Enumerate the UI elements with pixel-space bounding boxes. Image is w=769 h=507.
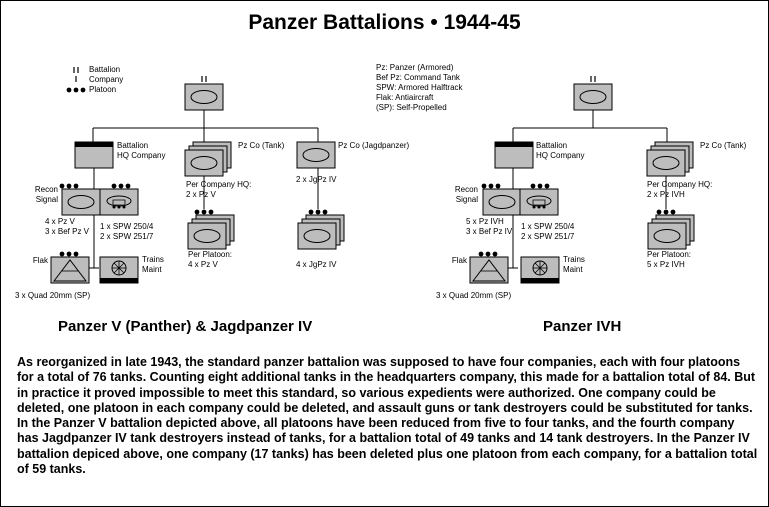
legend-platoon-label: Platoon xyxy=(89,85,117,94)
left-jagd-company-label: Pz Co (Jagdpanzer) xyxy=(338,141,410,150)
right-hq-company-label: Battalion HQ Company xyxy=(536,141,585,160)
right-tank-platoon-symbol xyxy=(648,215,694,249)
left-trains-symbol xyxy=(99,256,139,284)
abbrev-bef-pz: Bef Pz: Command Tank xyxy=(376,73,460,82)
left-hq-company-symbol xyxy=(74,141,114,169)
description-paragraph: As reorganized in late 1943, the standar… xyxy=(17,355,758,477)
right-flak-label: Flak xyxy=(451,256,467,265)
left-recon-symbol xyxy=(61,188,101,216)
left-spw-symbol xyxy=(99,188,139,216)
left-hq-company-label: Battalion HQ Company xyxy=(117,141,166,160)
left-per-company-hq: Per Company HQ: 2 x Pz V xyxy=(186,180,252,199)
right-org-chart xyxy=(469,75,694,284)
left-jagd-platoon: 4 x JgPz IV xyxy=(296,260,337,269)
legend-battalion-label: Battalion xyxy=(89,65,121,74)
right-hq-company-symbol xyxy=(494,141,534,169)
abbrev-sp: (SP): Self-Propelled xyxy=(376,103,447,112)
left-jagd-company-symbol xyxy=(296,141,336,169)
legend-company-label: Company xyxy=(89,75,124,84)
right-trains-symbol xyxy=(520,256,560,284)
left-recon-label: Recon Signal xyxy=(34,185,58,204)
abbrev-flak: Flak: Antiaircraft xyxy=(376,93,434,102)
right-per-platoon: Per Platoon: 5 x Pz IVH xyxy=(647,250,692,269)
right-spw-equipment: 1 x SPW 250/4 2 x SPW 251/7 xyxy=(521,222,575,241)
left-spw-equipment: 1 x SPW 250/4 2 x SPW 251/7 xyxy=(100,222,154,241)
left-org-chart xyxy=(50,75,344,284)
left-trains-label: Trains Maint xyxy=(142,255,164,274)
right-battalion-symbol xyxy=(573,83,613,111)
right-trains-label: Trains Maint xyxy=(563,255,585,274)
right-recon-label: Recon Signal xyxy=(454,185,478,204)
right-tank-company-symbol xyxy=(647,142,693,176)
left-caption: Panzer V (Panther) & Jagdpanzer IV xyxy=(58,318,313,335)
right-recon-equipment: 5 x Pz IVH 3 x Bef Pz IV xyxy=(466,217,513,236)
right-tank-company-label: Pz Co (Tank) xyxy=(700,141,747,150)
left-tank-company-symbol xyxy=(185,142,231,176)
abbrev-pz: Pz: Panzer (Armored) xyxy=(376,63,454,72)
right-flak-equipment: 3 x Quad 20mm (SP) xyxy=(436,291,512,300)
left-per-platoon: Per Platoon: 4 x Pz V xyxy=(188,250,233,269)
left-flak-equipment: 3 x Quad 20mm (SP) xyxy=(15,291,91,300)
left-tank-platoon-symbol xyxy=(188,215,234,249)
right-per-company-hq: Per Company HQ: 2 x Pz IVH xyxy=(647,180,713,199)
right-spw-symbol xyxy=(519,188,559,216)
page-title: Panzer Battalions • 1944-45 xyxy=(248,11,521,34)
left-jagd-platoon-symbol xyxy=(298,215,344,249)
left-flak-label: Flak xyxy=(32,256,48,265)
left-recon-equipment: 4 x Pz V 3 x Bef Pz V xyxy=(45,217,90,236)
right-recon-symbol xyxy=(482,188,522,216)
abbrev-spw: SPW: Armored Halftrack xyxy=(376,83,463,92)
left-jagd-hq: 2 x JgPz IV xyxy=(296,175,337,184)
left-flak-symbol xyxy=(50,256,90,284)
right-caption: Panzer IVH xyxy=(543,318,622,335)
left-battalion-symbol xyxy=(184,83,224,111)
legend-symbols xyxy=(66,66,86,93)
left-tank-company-label: Pz Co (Tank) xyxy=(238,141,285,150)
right-flak-symbol xyxy=(469,256,509,284)
